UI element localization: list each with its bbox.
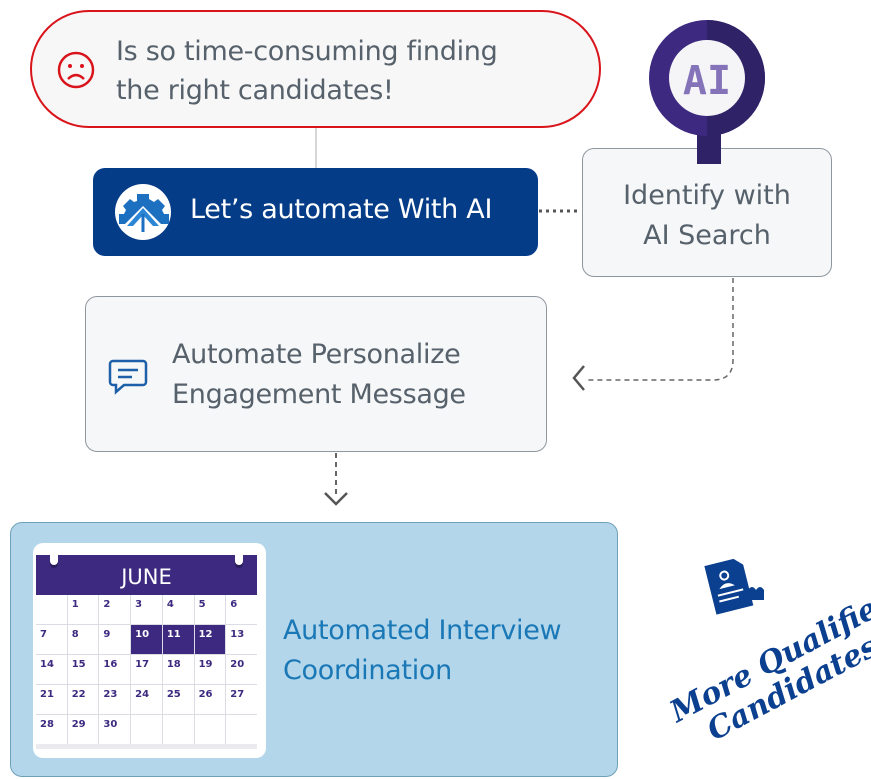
identify-ai-search-box: Identify with AI Search [582,148,832,277]
calendar-day: 26 [194,685,226,714]
ai-icon-text: AI [683,58,731,104]
calendar-day: 22 [67,685,99,714]
calendar-day: 13 [226,625,257,654]
calendar-month: JUNE [36,547,257,595]
calendar-day: 23 [99,685,131,714]
calendar-day: 6 [226,595,257,624]
calendar-day: 21 [36,685,67,714]
sad-face-icon [57,51,95,89]
calendar-day [131,715,162,744]
calendar-day: 27 [226,685,257,714]
calendar-day: 4 [162,595,194,624]
magnifier-icon: AI [649,20,765,164]
resume-icon [704,558,764,615]
interview-line2: Coordination [283,655,452,686]
more-qualified-badge: More Qualified Candidates! [640,540,871,748]
calendar-day: 5 [194,595,226,624]
automate-label: Let’s automate With AI [190,194,493,225]
calendar-day: 28 [36,715,67,744]
month-label: JUNE [121,565,172,589]
calendar-day: 19 [194,655,226,684]
chat-icon [108,359,148,395]
calendar-day: 25 [162,685,194,714]
calendar-day: 14 [36,655,67,684]
calendar-day: 24 [131,685,162,714]
calendar-day: 10 [131,625,162,654]
calendar-day: 7 [36,625,67,654]
calendar-day: 1 [67,595,99,624]
calendar-day: 18 [162,655,194,684]
gear-logo-icon [115,184,171,240]
problem-line2: the right candidates! [116,75,394,106]
calendar-day: 2 [99,595,131,624]
calendar-day: 17 [131,655,162,684]
calendar-day: 12 [194,625,226,654]
calendar-day [36,595,67,624]
identify-line1: Identify with [623,180,791,211]
engage-line2: Engagement Message [172,379,466,410]
calendar-day: 9 [99,625,131,654]
interview-line1: Automated Interview [283,615,562,646]
calendar-day [226,715,257,744]
calendar-day: 3 [131,595,162,624]
calendar-day: 29 [67,715,99,744]
calendar-day [194,715,226,744]
engage-line1: Automate Personalize [172,339,461,370]
calendar-day: 8 [67,625,99,654]
calendar-day: 15 [67,655,99,684]
identify-line2: AI Search [643,220,771,251]
calendar-day: 16 [99,655,131,684]
automate-with-ai-button[interactable]: Let’s automate With AI [93,168,538,256]
calendar-day [162,715,194,744]
calendar-day: 11 [162,625,194,654]
problem-bubble: Is so time-consuming finding the right ca… [30,10,601,128]
calendar-day: 30 [99,715,131,744]
problem-line1: Is so time-consuming finding [116,36,498,67]
calendar-day: 20 [226,655,257,684]
